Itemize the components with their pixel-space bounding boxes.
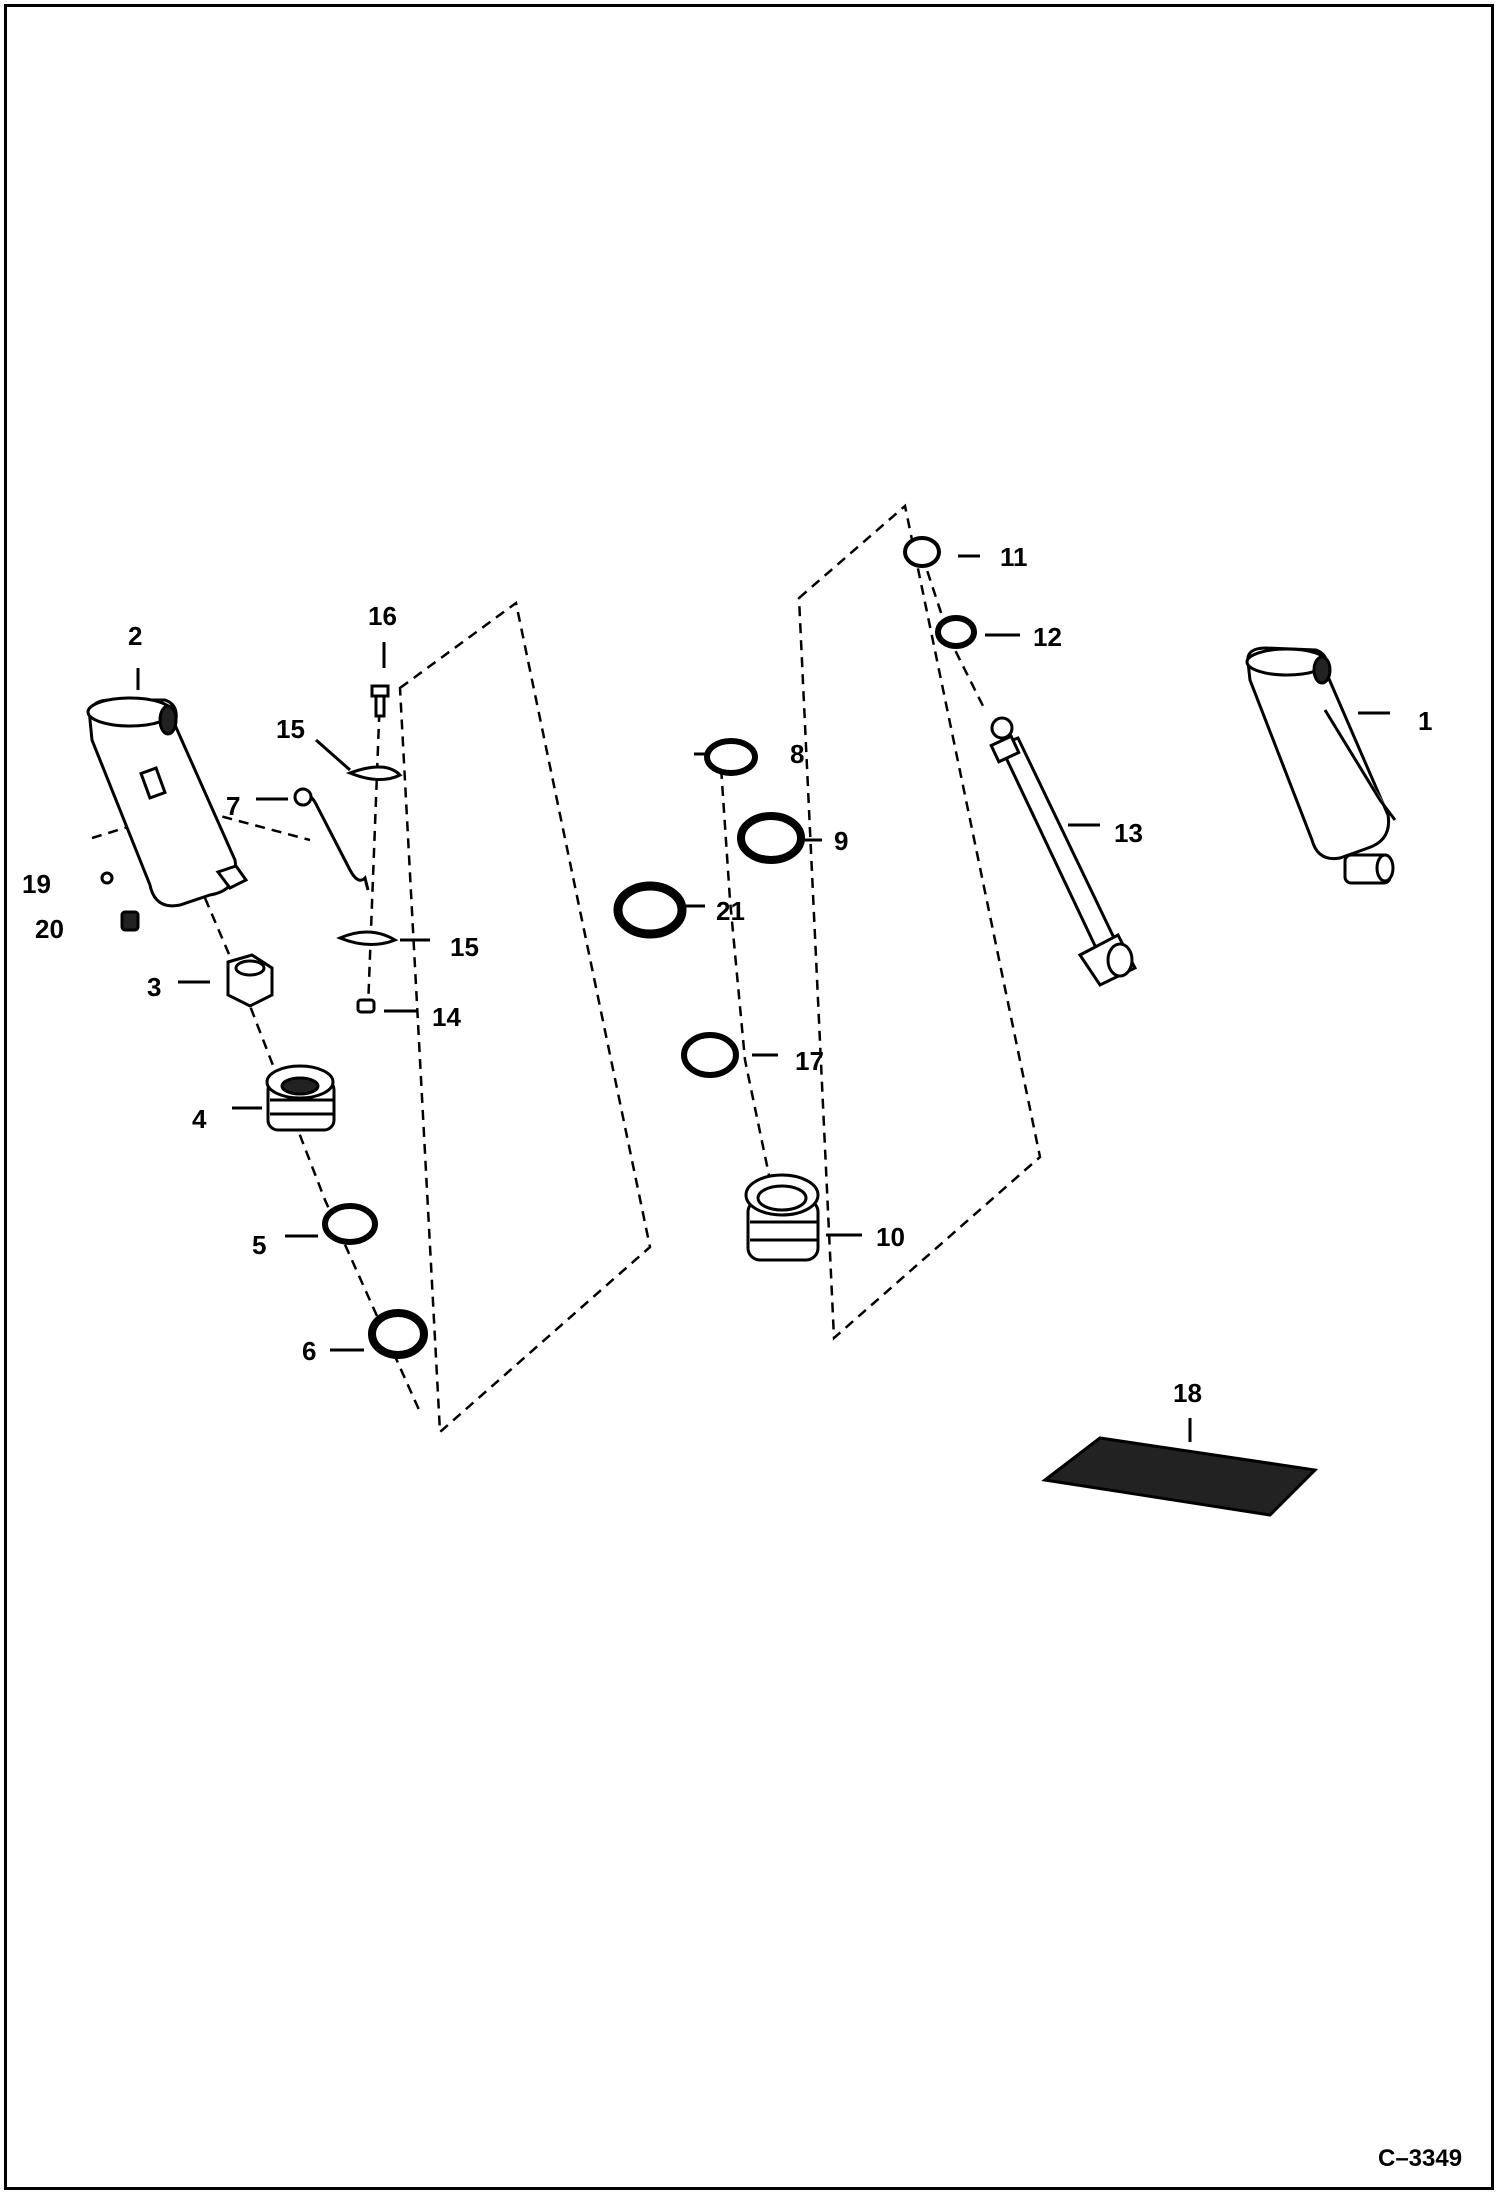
callout-21: 21: [716, 896, 745, 926]
o-ring-part-17: [681, 1032, 739, 1078]
nut-part-14: [356, 998, 376, 1014]
callout-5: 5: [252, 1230, 266, 1260]
bolt-part-16: [370, 684, 390, 718]
cylinder-rod-part-13: [989, 716, 1138, 987]
seal-kit-boundary-left: [398, 600, 652, 1435]
callout-2: 2: [128, 621, 142, 651]
cylinder-barrel-part-2: [86, 696, 249, 908]
callout-15-top: 15: [276, 714, 305, 744]
axis-middle: [718, 751, 772, 1181]
cylinder-head-part-10: [744, 1173, 820, 1262]
fitting-part-20: [120, 910, 140, 932]
washer-part-15-top: [345, 765, 403, 781]
cylinder-barrel-part-1: [1245, 646, 1397, 885]
callout-7: 7: [226, 791, 240, 821]
leader-lines: [136, 554, 1390, 1442]
axis-bolt: [366, 694, 382, 1009]
callout-14: 14: [432, 1002, 461, 1032]
callout-19: 19: [22, 869, 51, 899]
o-ring-part-5: [322, 1203, 378, 1245]
callout-20: 20: [35, 914, 64, 944]
drawing-frame: [4, 4, 1494, 2190]
callout-18: 18: [1173, 1378, 1202, 1408]
o-ring-part-12: [935, 615, 977, 649]
washer-part-15-bottom: [336, 930, 399, 946]
callout-12: 12: [1033, 622, 1062, 652]
callout-15-bottom: 15: [450, 932, 479, 962]
decal-part-18: [1041, 1436, 1319, 1517]
figure-code: C–3349: [1378, 2145, 1462, 2172]
callout-17: 17: [795, 1046, 824, 1076]
callout-13: 13: [1114, 818, 1143, 848]
callout-4: 4: [192, 1104, 207, 1134]
hex-nut-part-3: [226, 953, 274, 1008]
seal-part-21: [613, 881, 687, 939]
seal-kit-boundary-right: [797, 503, 1042, 1341]
o-ring-part-8: [704, 738, 758, 776]
callout-6: 6: [302, 1336, 316, 1366]
seal-part-9: [737, 812, 805, 864]
seal-part-6: [368, 1309, 428, 1359]
callout-10: 10: [876, 1222, 905, 1252]
callout-11: 11: [1000, 542, 1028, 572]
callout-9: 9: [834, 826, 848, 856]
callout-8: 8: [790, 739, 804, 769]
callout-1: 1: [1418, 706, 1432, 736]
o-ring-part-11: [903, 536, 941, 568]
callout-16: 16: [368, 601, 397, 631]
link-part-7: [299, 792, 370, 891]
callout-3: 3: [147, 972, 161, 1002]
piston-part-4: [265, 1064, 336, 1132]
ball-part-19: [100, 871, 114, 885]
